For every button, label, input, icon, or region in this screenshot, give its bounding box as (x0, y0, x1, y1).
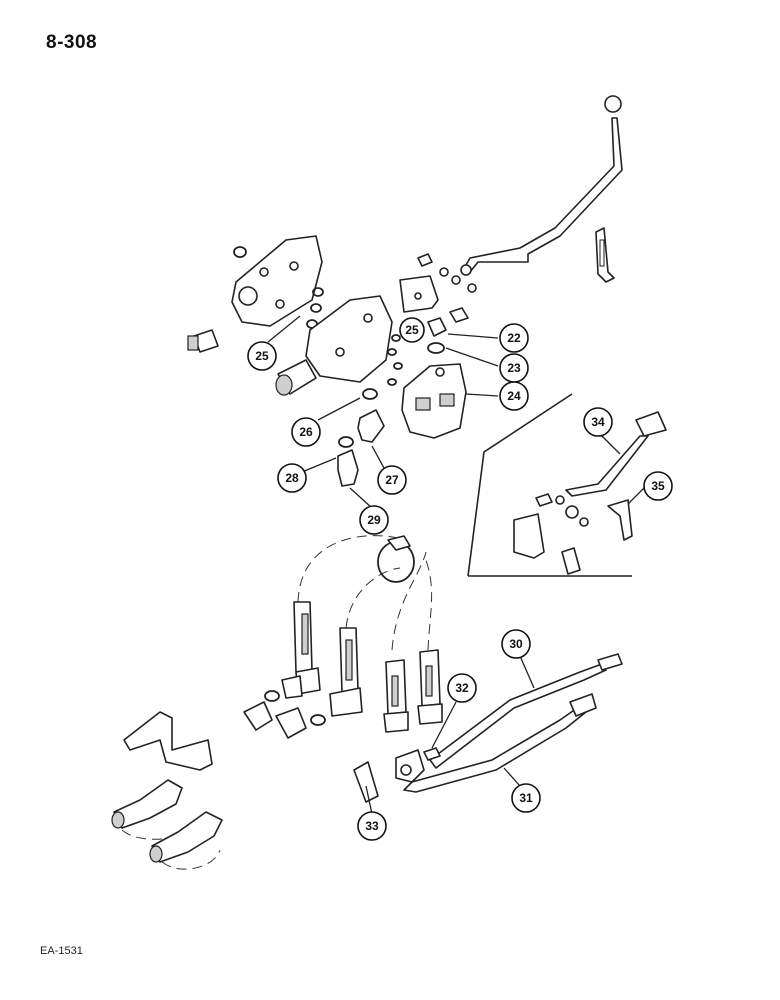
linkage-hardware (399, 253, 477, 323)
slotted-guide-plate (595, 227, 615, 283)
callout-26-label: 26 (299, 425, 313, 439)
callout-25-left: 25 (247, 341, 277, 371)
tube-30 (429, 663, 607, 769)
bolt (449, 307, 469, 323)
callout-31: 31 (511, 783, 541, 813)
callout-33: 33 (357, 811, 387, 841)
coupler-upper (113, 779, 183, 829)
callout-28: 28 (277, 463, 307, 493)
callout-25b-label: 25 (405, 323, 419, 337)
inset-border (467, 393, 573, 577)
o-ring (233, 246, 247, 258)
inset-pivot-bracket (513, 513, 545, 559)
lever-pivot (460, 264, 472, 276)
callout-26: 26 (291, 417, 321, 447)
callout-22-label: 22 (507, 331, 521, 345)
callout-31-label: 31 (519, 791, 533, 805)
steel-tubes (353, 653, 623, 803)
callout-33-label: 33 (365, 819, 379, 833)
hose-path (297, 535, 399, 603)
adapter-fitting (337, 449, 359, 487)
quick-couplers (111, 711, 223, 870)
callout-25-right: 25 (399, 317, 425, 343)
callout-35: 35 (643, 471, 673, 501)
hose-assembly (243, 535, 443, 739)
callout-34-label: 34 (591, 415, 605, 429)
callout-32: 32 (447, 673, 477, 703)
control-lever (461, 117, 623, 273)
callout-35-label: 35 (651, 479, 665, 493)
o-ring-23 (427, 342, 445, 354)
elbow-fitting (357, 409, 385, 443)
callout-28-label: 28 (285, 471, 299, 485)
valve-section (305, 295, 393, 383)
valve-inlet-cover (231, 235, 323, 327)
control-lever-assembly (460, 95, 623, 283)
lever-knob (604, 95, 622, 113)
callout-23-label: 23 (507, 361, 521, 375)
inset-lever (565, 435, 649, 497)
callout-32-label: 32 (455, 681, 469, 695)
callout-34: 34 (583, 407, 613, 437)
link-clip (417, 253, 433, 267)
callout-22: 22 (499, 323, 529, 353)
control-valve-stack (187, 235, 467, 487)
callout-27-label: 27 (385, 473, 399, 487)
o-ring-26 (362, 388, 378, 400)
page-number: 8-308 (46, 32, 98, 53)
callout-29-label: 29 (367, 513, 381, 527)
callout-30: 30 (501, 629, 531, 659)
mounting-bracket (353, 761, 379, 803)
callouts: 22 23 24 25 25 26 27 28 29 30 31 32 33 3… (247, 317, 673, 841)
callout-23: 23 (499, 353, 529, 383)
tube-clip (423, 747, 441, 761)
inset-bracket (607, 499, 633, 541)
plug (427, 317, 447, 337)
inset-lever-assembly (467, 393, 667, 577)
callout-29: 29 (359, 505, 389, 535)
callout-27: 27 (377, 465, 407, 495)
coupler-lower (151, 811, 223, 863)
valve-outlet-section (401, 363, 467, 439)
callout-25a-label: 25 (255, 349, 269, 363)
callout-24-label: 24 (507, 389, 521, 403)
callout-30-label: 30 (509, 637, 523, 651)
callout-24: 24 (499, 381, 529, 411)
inset-lever-handle (635, 411, 667, 437)
coupler-bracket (123, 711, 213, 771)
figure-code: EA-1531 (40, 945, 83, 957)
